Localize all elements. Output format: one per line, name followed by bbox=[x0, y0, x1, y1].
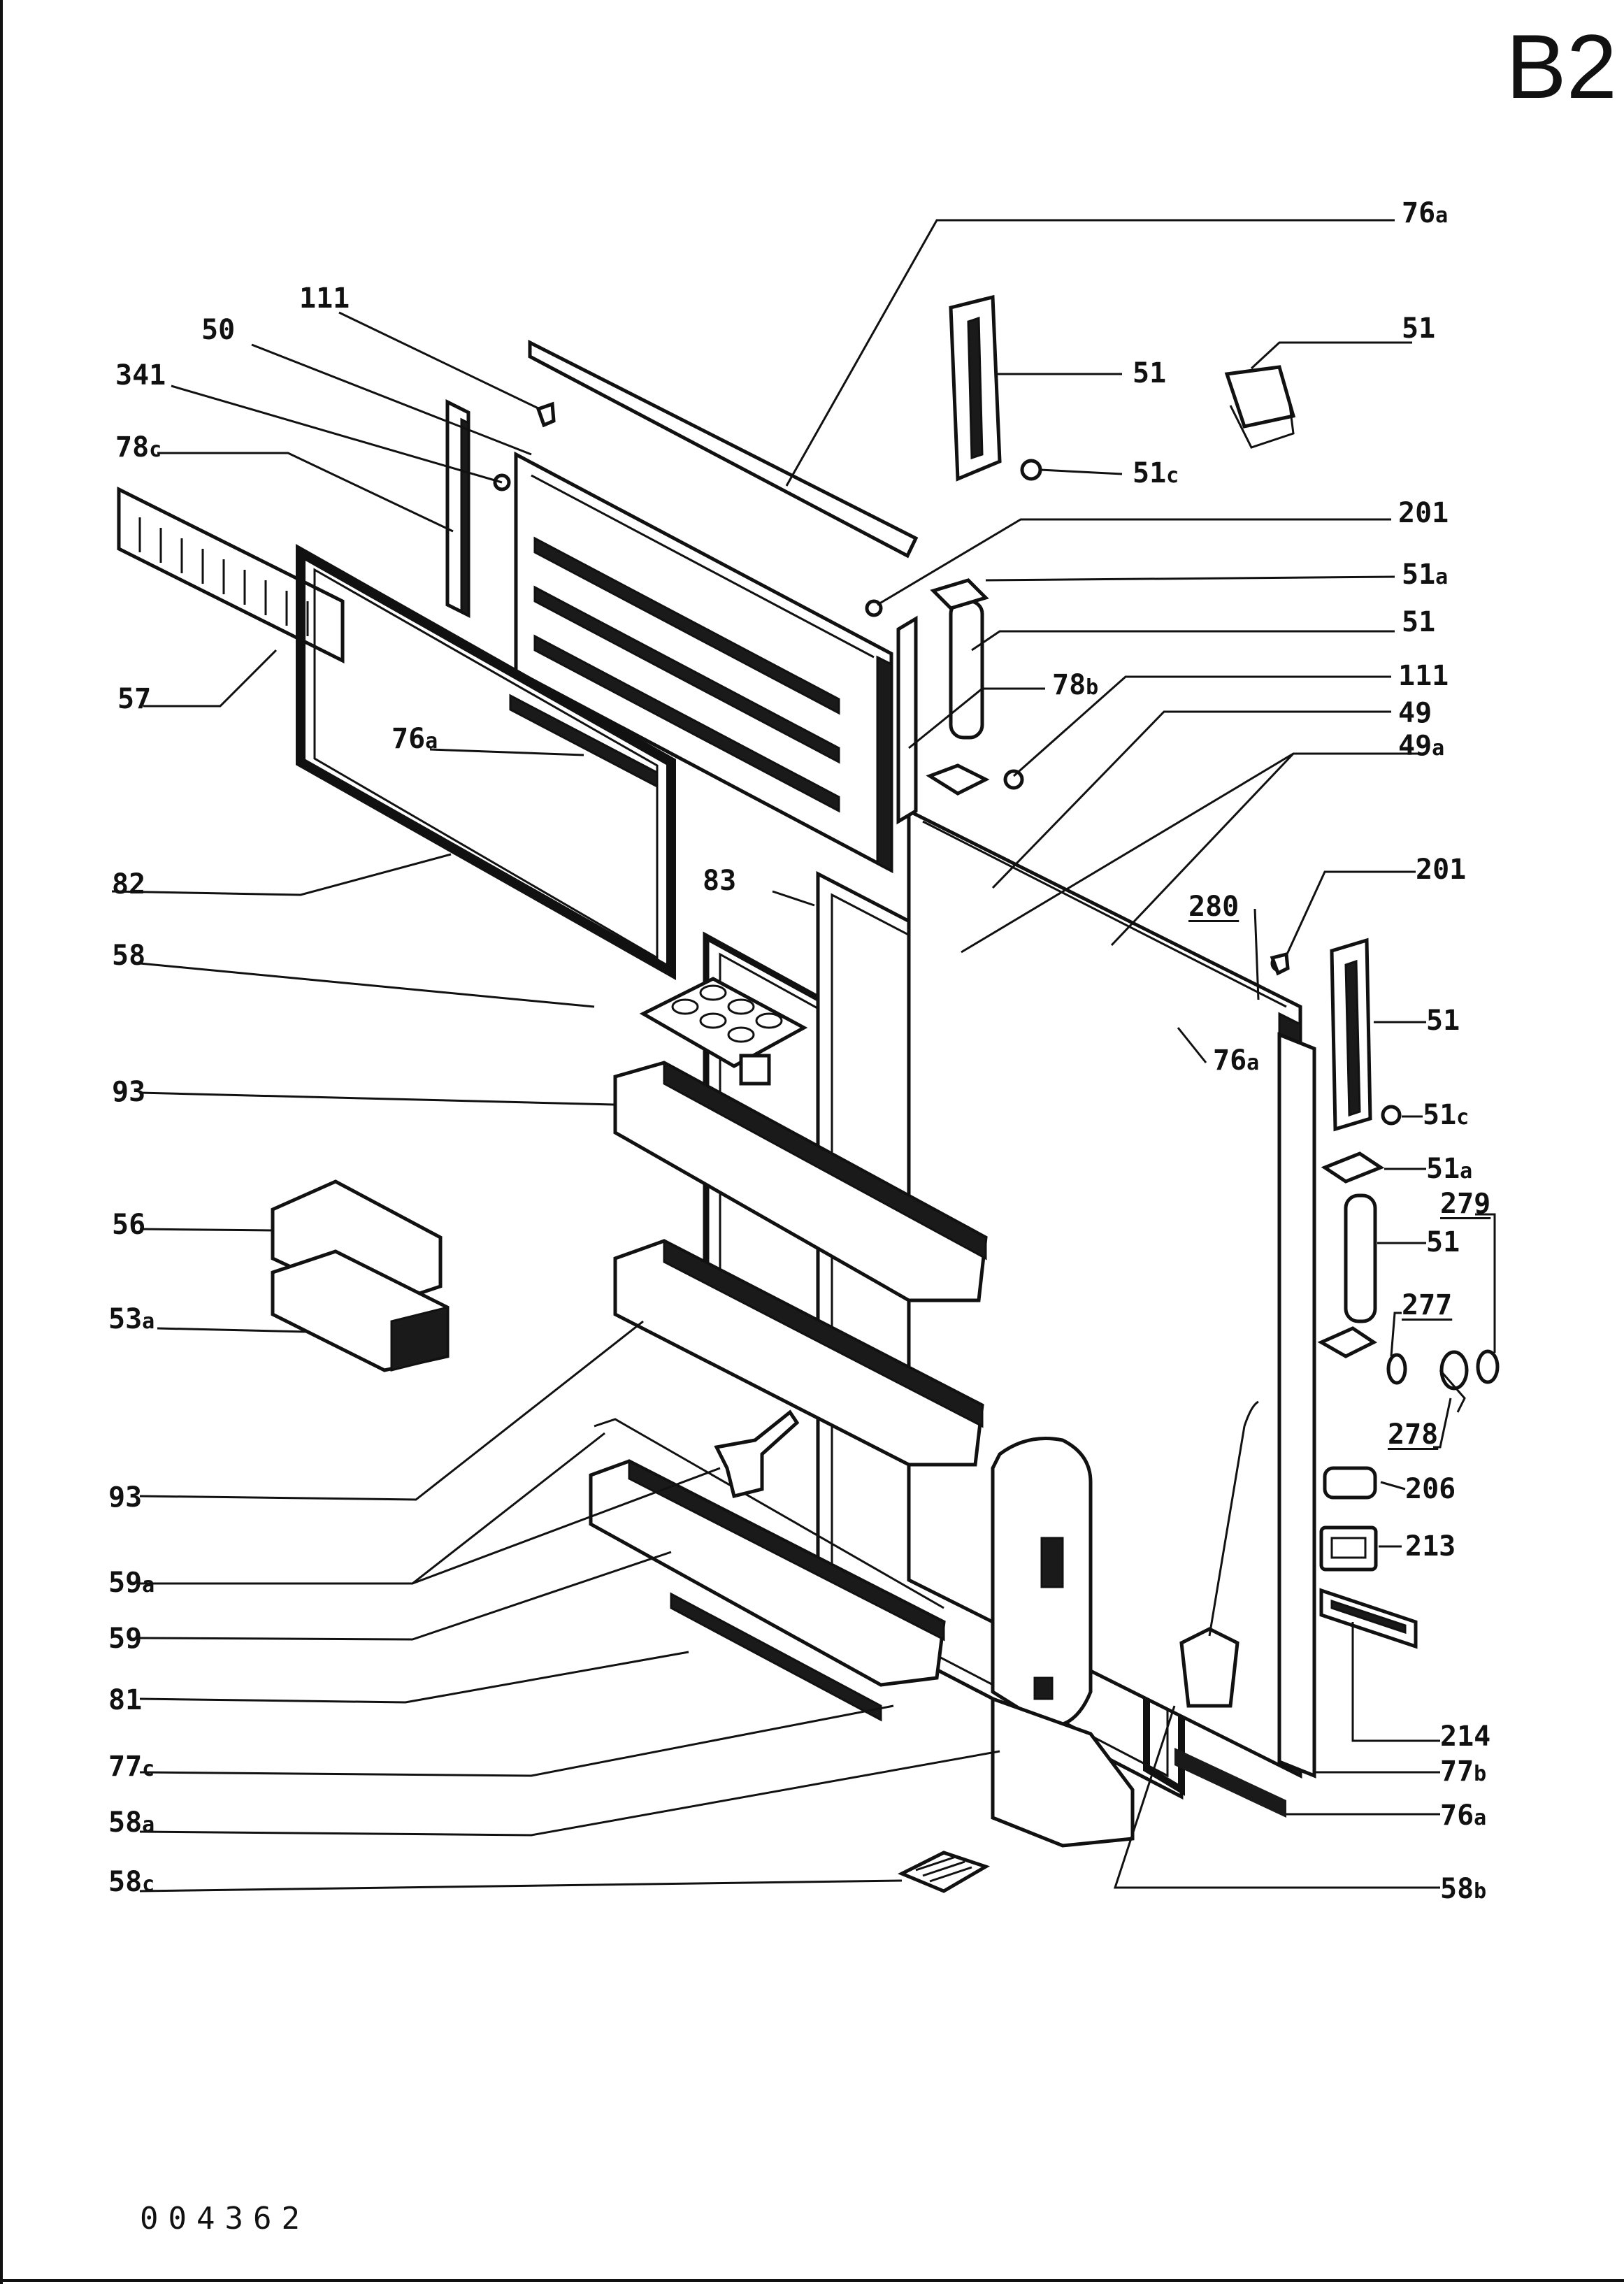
callout-76a-left: 76a bbox=[391, 723, 438, 755]
callout-213: 213 bbox=[1405, 1530, 1456, 1563]
screw-111-top bbox=[536, 401, 556, 428]
callout-51-hinge-top: 51 bbox=[1402, 606, 1436, 638]
callout-78b: 78b bbox=[1052, 669, 1099, 701]
callout-58: 58 bbox=[112, 940, 146, 972]
callout-81: 81 bbox=[108, 1684, 143, 1716]
callout-201-mid: 201 bbox=[1416, 854, 1467, 886]
callout-77b: 77b bbox=[1440, 1755, 1487, 1788]
callout-51a-right: 51a bbox=[1426, 1153, 1473, 1185]
callout-278: 278 bbox=[1388, 1418, 1439, 1451]
leader-lines bbox=[111, 219, 1496, 1892]
lower-cover-strip bbox=[1174, 1748, 1286, 1818]
callout-51-top-mid: 51 bbox=[1133, 357, 1167, 389]
bottle-holder-clip bbox=[714, 1409, 800, 1499]
hinge-pin-assembly-right bbox=[1317, 1151, 1385, 1358]
screw-201-mid bbox=[1270, 951, 1290, 976]
callout-93-upper: 93 bbox=[112, 1076, 146, 1108]
door-shelf-upper bbox=[613, 1061, 988, 1302]
bottle-shelf bbox=[589, 1418, 946, 1687]
vertical-trim-strip bbox=[445, 398, 470, 619]
callout-93-lower: 93 bbox=[108, 1481, 143, 1514]
door-shelf-lower bbox=[613, 1239, 984, 1467]
callout-111-top: 111 bbox=[299, 282, 350, 315]
callout-279: 279 bbox=[1440, 1188, 1491, 1220]
sheet-id: B2 bbox=[1505, 15, 1617, 117]
water-valve-58b bbox=[1179, 1400, 1259, 1708]
door-seal-frame-82 bbox=[296, 543, 676, 981]
door-badge-206 bbox=[1323, 1466, 1377, 1500]
callout-76a-bottom: 76a bbox=[1440, 1800, 1487, 1832]
callout-201-top: 201 bbox=[1398, 497, 1449, 529]
handle-strip-214 bbox=[1319, 1588, 1418, 1649]
document-number: 004362 bbox=[140, 2201, 310, 2236]
callout-58c: 58c bbox=[108, 1866, 155, 1898]
thermometer-plate-213 bbox=[1319, 1525, 1378, 1572]
freezer-flap-panel bbox=[514, 451, 893, 874]
callout-51a-top: 51a bbox=[1402, 559, 1449, 591]
callout-206: 206 bbox=[1405, 1473, 1456, 1505]
callout-58b: 58b bbox=[1440, 1873, 1487, 1905]
lower-door-seal bbox=[670, 1592, 882, 1722]
callout-280: 280 bbox=[1188, 891, 1239, 923]
callout-49a: 49a bbox=[1398, 730, 1445, 762]
callout-51c-right: 51c bbox=[1423, 1099, 1469, 1131]
callout-76a-mid: 76a bbox=[1213, 1044, 1260, 1077]
callout-59a: 59a bbox=[108, 1567, 155, 1599]
egg-tray bbox=[639, 977, 808, 1086]
callout-77c: 77c bbox=[108, 1751, 155, 1783]
side-trim-strip bbox=[1277, 1032, 1316, 1779]
callout-50: 50 bbox=[201, 314, 236, 346]
callout-78c: 78c bbox=[115, 431, 162, 464]
callout-82: 82 bbox=[112, 868, 146, 900]
callout-277: 277 bbox=[1402, 1289, 1453, 1321]
callout-51-hinge-right: 51 bbox=[1426, 1226, 1460, 1258]
instruction-label-plate bbox=[117, 486, 345, 664]
hinge-pin-assembly-top bbox=[865, 578, 1024, 796]
vertical-trim-78b bbox=[896, 615, 918, 825]
bottom-cover-58a bbox=[991, 1437, 1135, 1848]
callout-51c-top: 51c bbox=[1133, 457, 1179, 489]
callout-57: 57 bbox=[117, 683, 152, 715]
callout-76a-top: 76a bbox=[1402, 197, 1449, 229]
callout-341: 341 bbox=[115, 359, 166, 392]
callout-53a: 53a bbox=[108, 1303, 155, 1335]
butter-dish bbox=[271, 1179, 450, 1372]
drain-filter bbox=[897, 1851, 991, 1893]
cover-strip-left bbox=[509, 694, 659, 789]
callout-56: 56 bbox=[112, 1209, 146, 1241]
top-cover-strip bbox=[528, 339, 919, 559]
callout-111-mid: 111 bbox=[1398, 660, 1449, 692]
callout-58a: 58a bbox=[108, 1807, 155, 1839]
door-lock-assembly bbox=[1386, 1349, 1500, 1413]
callout-214: 214 bbox=[1440, 1721, 1491, 1753]
callout-51-right: 51 bbox=[1426, 1005, 1460, 1037]
hinge-plate-top-right bbox=[1224, 365, 1296, 449]
callout-49: 49 bbox=[1398, 697, 1432, 729]
callout-59: 59 bbox=[108, 1623, 143, 1655]
hinge-bracket-top bbox=[949, 294, 1042, 482]
callout-51-top-right: 51 bbox=[1402, 313, 1436, 345]
callout-83: 83 bbox=[703, 865, 737, 897]
